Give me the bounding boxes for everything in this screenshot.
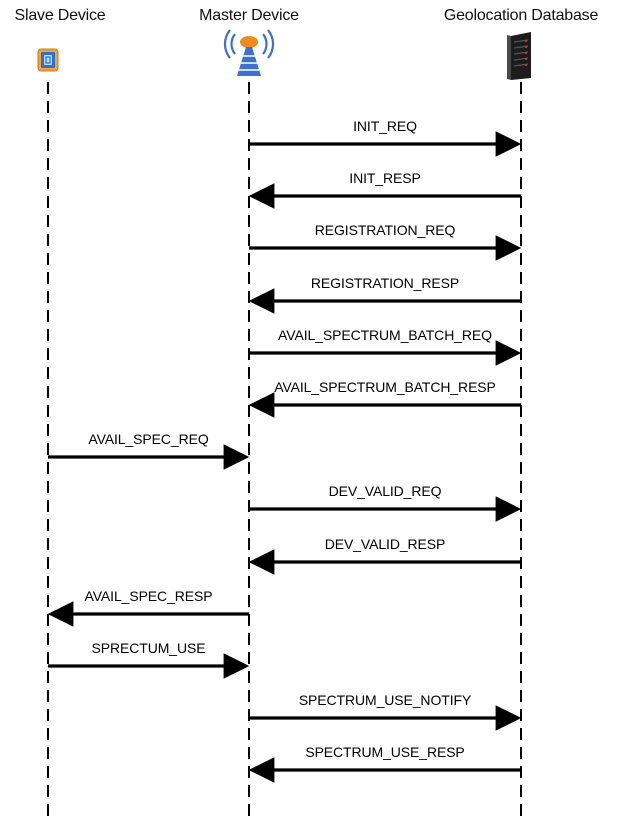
message-label: INIT_RESP xyxy=(349,170,421,186)
message-label: DEV_VALID_RESP xyxy=(324,536,446,552)
antenna-tower-icon xyxy=(223,29,275,76)
actor-label-slave: Slave Device xyxy=(14,7,106,24)
message-label: REGISTRATION_REQ xyxy=(314,222,456,238)
message-label: AVAIL_SPECTRUM_BATCH_REQ xyxy=(278,327,492,343)
message-label: SPECTRUM_USE_NOTIFY xyxy=(298,692,472,708)
server-rack-icon xyxy=(507,32,531,80)
message-label: REGISTRATION_RESP xyxy=(310,275,460,291)
actor-label-master: Master Device xyxy=(199,7,299,24)
message-label: SPECTRUM_USE_RESP xyxy=(305,744,465,760)
message-label: SPRECTUM_USE xyxy=(91,640,206,656)
message-label: AVAIL_SPECTRUM_BATCH_RESP xyxy=(274,379,496,395)
message-label: AVAIL_SPEC_REQ xyxy=(88,431,209,447)
actor-label-db: Geolocation Database xyxy=(443,7,599,24)
message-label: AVAIL_SPEC_RESP xyxy=(84,588,213,604)
message-label: DEV_VALID_REQ xyxy=(328,483,442,499)
message-label: INIT_REQ xyxy=(353,118,417,134)
tablet-icon xyxy=(37,48,59,72)
